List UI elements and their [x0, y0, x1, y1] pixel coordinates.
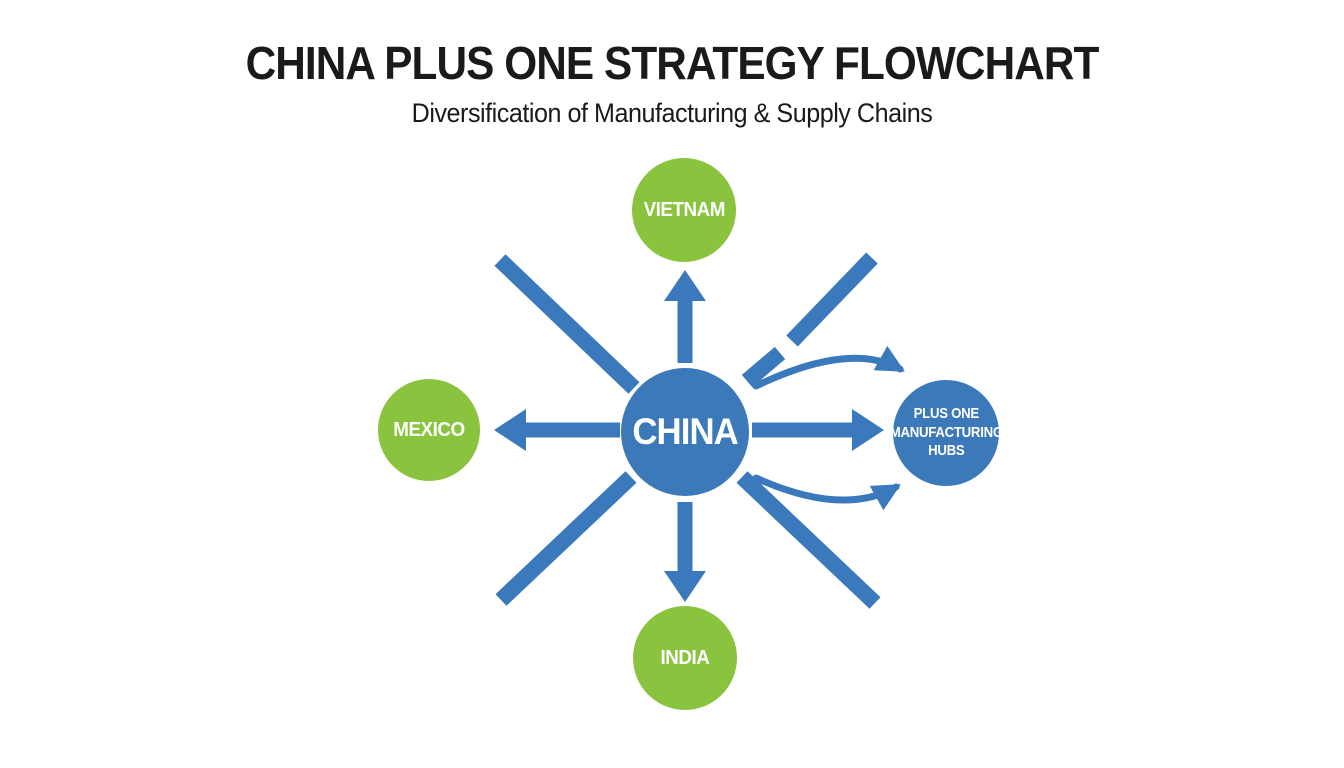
- china-upper-right-ray-stub: [741, 346, 786, 388]
- page-subtitle: Diversification of Manufacturing & Suppl…: [411, 98, 933, 128]
- node-mexico-label: MEXICO: [393, 418, 465, 441]
- china-to-mexico-left-arrow: [494, 409, 620, 451]
- china-to-vietnam-up-arrow: [664, 270, 706, 363]
- node-china-label: CHINA: [632, 411, 738, 452]
- page-title: CHINA PLUS ONE STRATEGY FLOWCHART: [245, 37, 1100, 89]
- node-plus-one-manufacturing-hubs-label: PLUS ONE MANUFACTURING HUBS: [889, 404, 1003, 460]
- china-to-india-down-arrow: [664, 502, 706, 602]
- china-upper-left-ray: [494, 254, 640, 394]
- node-mexico: MEXICO: [378, 379, 480, 481]
- china-to-hubs-right-arrow: [752, 409, 884, 451]
- node-vietnam-label: VIETNAM: [643, 198, 725, 221]
- node-india-label: INDIA: [660, 646, 710, 669]
- node-plus-one-manufacturing-hubs: PLUS ONE MANUFACTURING HUBS: [889, 380, 1003, 486]
- node-india: INDIA: [633, 606, 737, 710]
- china-lower-right-ray: [736, 471, 881, 609]
- china-to-hubs-bottom-curved-arrow: [752, 474, 901, 511]
- header: CHINA PLUS ONE STRATEGY FLOWCHART Divers…: [0, 36, 1344, 129]
- china-lower-left-ray: [495, 471, 637, 606]
- china-to-hubs-top-curved-arrow: [752, 345, 905, 390]
- node-vietnam: VIETNAM: [632, 158, 736, 262]
- china-upper-right-ray: [786, 252, 878, 347]
- node-china: CHINA: [621, 368, 749, 496]
